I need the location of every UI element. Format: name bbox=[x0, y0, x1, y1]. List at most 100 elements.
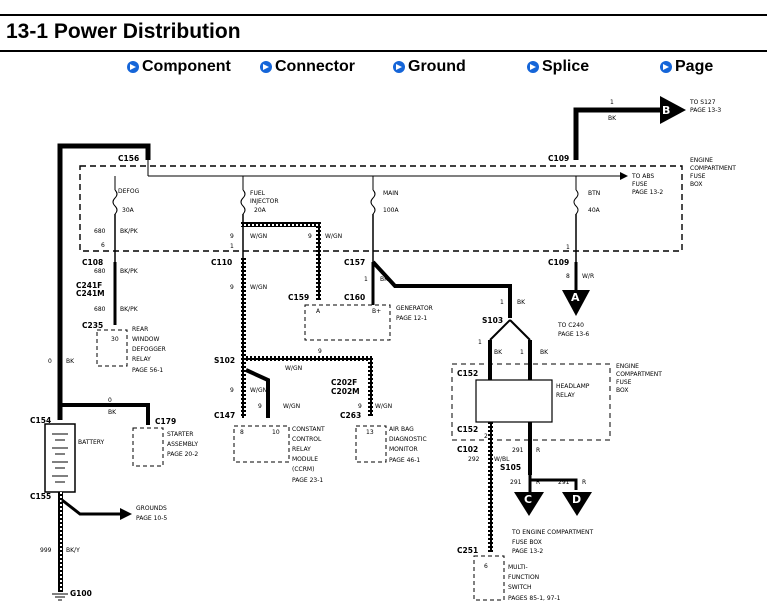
diagram-label: R bbox=[536, 447, 540, 454]
diagram-label: C235 bbox=[82, 321, 103, 330]
diagram-label: PAGE 23-1 bbox=[292, 477, 323, 484]
diagram-label: CONSTANT bbox=[292, 426, 325, 433]
fuse-box-outline bbox=[79, 165, 683, 252]
diagram-label: HEADLAMP bbox=[556, 383, 590, 390]
diagram-label: FUEL bbox=[250, 190, 266, 197]
diagram-label: R bbox=[536, 479, 540, 486]
diagram-label: ASSEMBLY bbox=[167, 441, 198, 448]
diagram-label: 9 bbox=[308, 233, 312, 240]
diagram-label: 999 bbox=[40, 547, 52, 554]
diagram-label: W/BL bbox=[494, 456, 510, 463]
diagram-label: G100 bbox=[70, 589, 92, 598]
nav-component-link[interactable]: Component bbox=[127, 58, 231, 76]
fuse-btn bbox=[573, 189, 579, 215]
diagram-label: 292 bbox=[468, 456, 480, 463]
diagram-label: PAGE 10-5 bbox=[136, 515, 167, 522]
nav-splice-link[interactable]: Splice bbox=[527, 58, 589, 76]
diagram-label: 9 bbox=[318, 348, 322, 355]
wire-battery-feed bbox=[57, 143, 151, 420]
diagram-label: C202M bbox=[331, 387, 360, 396]
diagram-label: FUSE BOX bbox=[512, 539, 542, 546]
generator-box bbox=[304, 304, 391, 341]
diagram-label: DIAGNOSTIC bbox=[389, 436, 427, 443]
diagram-label: 9 bbox=[258, 403, 262, 410]
diagram-label: CONTROL bbox=[292, 436, 322, 443]
diagram-label: 8 bbox=[240, 429, 244, 436]
wire-wgn-gen bbox=[316, 222, 321, 300]
diagram-label: COMPARTMENT bbox=[690, 165, 736, 172]
diagram-label: BTN bbox=[588, 190, 600, 197]
diagram-label: A bbox=[571, 291, 580, 304]
diagram-label: S103 bbox=[482, 316, 503, 325]
flag-a bbox=[562, 290, 590, 316]
diagram-label: MAIN bbox=[383, 190, 399, 197]
diagram-label: 1 bbox=[520, 349, 524, 356]
diagram-label: 40A bbox=[588, 207, 601, 214]
diagram-label: BK bbox=[380, 276, 389, 283]
diagram-label: C109 bbox=[548, 154, 569, 163]
diagram-label: BATTERY bbox=[78, 439, 105, 446]
nav-label: Page bbox=[675, 58, 714, 75]
battery-symbol bbox=[44, 423, 76, 493]
diagram-label: PAGES 85-1, 97-1 bbox=[508, 595, 561, 602]
diagram-label: TO S127 bbox=[689, 99, 716, 106]
wire-wgn-airbag bbox=[368, 356, 373, 416]
diagram-label: 1 bbox=[364, 276, 368, 283]
diagram-label: GENERATOR bbox=[396, 305, 433, 312]
fuse-main bbox=[370, 189, 376, 215]
diagram-label: 0 bbox=[108, 397, 112, 404]
diagram-label: ENGINE bbox=[616, 363, 639, 370]
diagram-label: BK bbox=[66, 358, 75, 365]
diagram-label: (CCRM) bbox=[292, 466, 314, 473]
diagram-label: A bbox=[316, 308, 321, 315]
diagram-label: DEFOG bbox=[118, 188, 140, 195]
diagram-label: INJECTOR bbox=[250, 198, 279, 205]
diagram-label: SWITCH bbox=[508, 584, 532, 591]
nav-label: Ground bbox=[408, 58, 466, 75]
diagram-label: 680 bbox=[94, 268, 106, 275]
fuse-defog bbox=[112, 189, 118, 215]
diagram-label: 680 bbox=[94, 306, 106, 313]
diagram-label: S105 bbox=[500, 463, 521, 472]
diagram-label: B+ bbox=[372, 308, 381, 315]
diagram-label: S102 bbox=[214, 356, 235, 365]
diagram-label: FUNCTION bbox=[508, 574, 539, 581]
diagram-label: D bbox=[572, 493, 581, 506]
diagram-label: BK/PK bbox=[120, 306, 139, 313]
diagram-label: C102 bbox=[457, 445, 478, 454]
diagram-label: COMPARTMENT bbox=[616, 371, 662, 378]
diagram-label: C147 bbox=[214, 411, 235, 420]
diagram-label: W/GN bbox=[250, 233, 267, 240]
diagram-label: W/R bbox=[582, 273, 594, 280]
starter-box bbox=[132, 427, 164, 467]
diagram-label: C152 bbox=[457, 369, 478, 378]
diagram-label: BK/Y bbox=[66, 547, 80, 554]
nav-page-link[interactable]: Page bbox=[660, 58, 713, 76]
diagram-label: C154 bbox=[30, 416, 51, 425]
diagram-label: C156 bbox=[118, 154, 139, 163]
diagram-label: C bbox=[524, 493, 532, 506]
diagram-label: 30A bbox=[122, 207, 135, 214]
flag-d bbox=[562, 492, 592, 516]
wire-starter bbox=[60, 403, 150, 425]
diagram-label: PAGE 13-2 bbox=[632, 189, 663, 196]
diagram-label: FUSE bbox=[690, 173, 706, 180]
nav-ground-link[interactable]: Ground bbox=[393, 58, 466, 76]
nav-connector-link[interactable]: Connector bbox=[260, 58, 355, 76]
diagram-label: BK/PK bbox=[120, 268, 139, 275]
nav-label: Splice bbox=[542, 58, 590, 75]
diagram-label: BOX bbox=[616, 387, 628, 394]
nav-label: Component bbox=[142, 58, 231, 75]
diagram-label: REAR bbox=[132, 326, 148, 333]
diagram-label: 291 bbox=[512, 447, 524, 454]
nav-label: Connector bbox=[275, 58, 355, 75]
diagram-label: WINDOW bbox=[132, 336, 160, 343]
diagram-label: C159 bbox=[288, 293, 309, 302]
diagram-label: 9 bbox=[230, 284, 234, 291]
diagram-label: BK bbox=[108, 409, 117, 416]
diagram-label: RELAY bbox=[292, 446, 311, 453]
diagram-label: 1 bbox=[230, 243, 234, 250]
diagram-label: PAGE 13-6 bbox=[558, 331, 589, 338]
diagram-label: 680 bbox=[94, 228, 106, 235]
wire-292 bbox=[488, 422, 493, 552]
